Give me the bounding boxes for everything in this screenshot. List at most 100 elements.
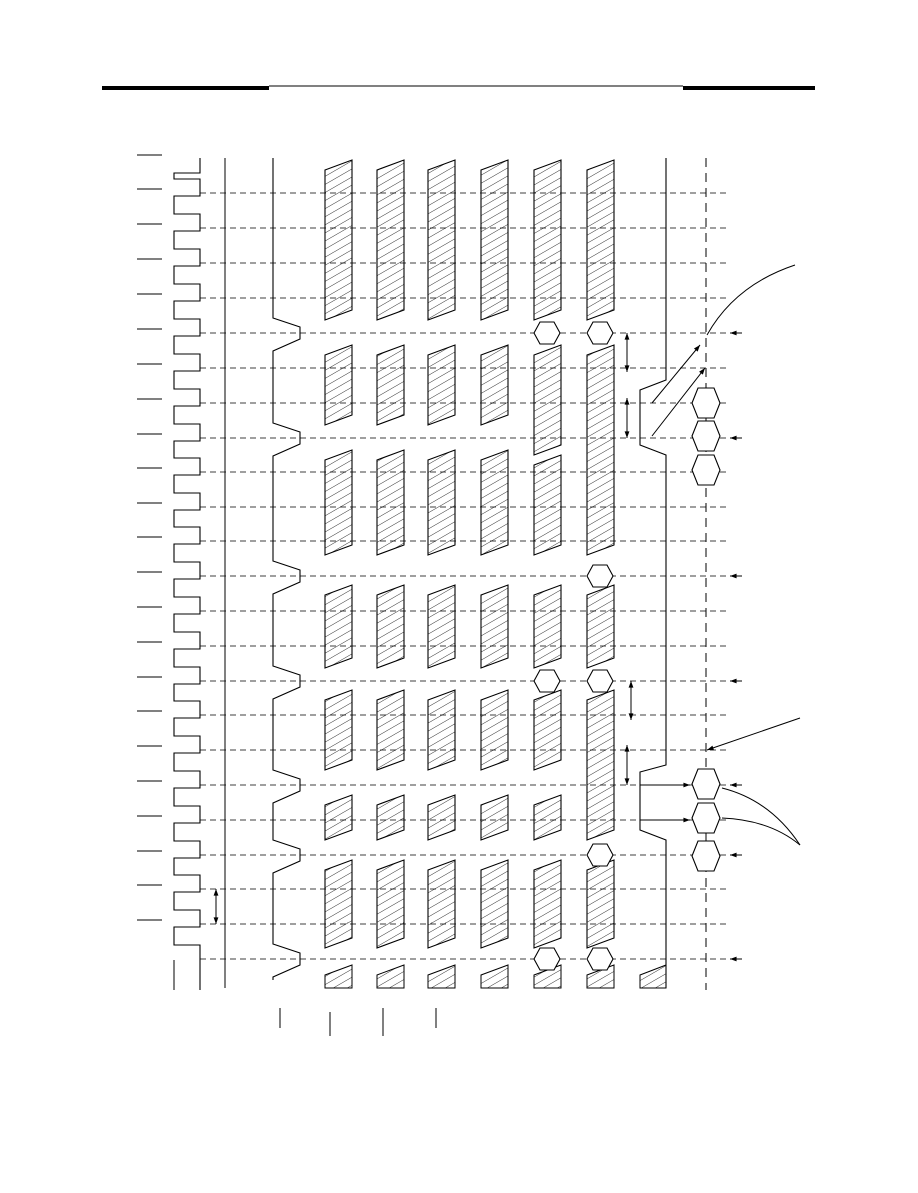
bus-segment — [324, 859, 353, 949]
cycle-gridlines — [200, 192, 730, 960]
bus-segment — [586, 159, 615, 321]
data-valid-hexagon — [586, 669, 614, 693]
clock-waveform — [173, 158, 201, 990]
sample-arrow-head — [730, 435, 737, 441]
bus-segment — [376, 859, 405, 949]
bus-segment — [427, 859, 456, 949]
delay-arrow-head — [699, 368, 705, 375]
bus-segment — [533, 584, 562, 669]
note-curve — [721, 817, 801, 846]
interval-arrow-head — [624, 778, 630, 785]
bus-segment — [324, 794, 353, 841]
clock-signal — [173, 158, 201, 990]
bus-segment — [324, 584, 353, 669]
data-valid-hexagon — [586, 843, 614, 867]
bus-tail — [324, 964, 353, 989]
bus-segment — [480, 689, 509, 771]
output-hexagon — [691, 420, 721, 452]
bus-segment — [533, 689, 562, 771]
strobe-signal — [272, 158, 301, 980]
interval-arrow-head — [624, 431, 630, 438]
bus-segment — [324, 344, 353, 426]
bus-segment — [376, 449, 405, 556]
data-valid-hexagon — [533, 947, 561, 971]
bus-segment — [480, 859, 509, 949]
note-arrow — [706, 717, 801, 751]
bus-segment — [533, 159, 562, 321]
bus-segment — [586, 344, 615, 556]
sample-arrow-head — [730, 330, 737, 336]
delay-arrow — [651, 344, 701, 404]
bus-segment — [427, 344, 456, 426]
interval-arrow-head — [624, 745, 630, 752]
bus-segment — [427, 449, 456, 556]
data-valid-hexagon — [533, 321, 561, 345]
interval-arrow-head — [628, 681, 634, 688]
bus-segment — [376, 584, 405, 669]
sample-arrow-head — [730, 678, 737, 684]
header-rule — [102, 85, 815, 90]
interval-arrow-head — [624, 398, 630, 405]
bus-segment — [480, 584, 509, 669]
bus-segment — [586, 584, 615, 669]
enable-tail — [639, 964, 667, 989]
data-valid-hexagon — [586, 947, 614, 971]
data-valid-hexagon — [586, 564, 614, 588]
bus-segment — [533, 859, 562, 949]
bus-segment — [376, 689, 405, 771]
bus-tail — [480, 964, 509, 989]
bus-segment — [533, 454, 562, 556]
bus-segment — [586, 859, 615, 949]
interval-arrow-head — [624, 333, 630, 340]
bus-segment — [533, 344, 562, 456]
bus-segment — [533, 794, 562, 841]
note-curve — [721, 787, 801, 846]
data-valid-hexagon — [586, 321, 614, 345]
interval-arrow-head — [213, 889, 219, 896]
bus-segment — [480, 449, 509, 556]
bus-segment — [586, 689, 615, 841]
output-hexagon — [691, 802, 721, 834]
sample-arrow-head — [730, 852, 737, 858]
header-rule-right-bar — [683, 86, 815, 90]
setup-arrow-head — [683, 817, 690, 823]
sample-arrow-head — [730, 573, 737, 579]
sample-arrow-head — [730, 782, 737, 788]
interval-arrow-head — [628, 713, 634, 720]
bus-segment — [480, 344, 509, 426]
bus-tail — [427, 964, 456, 989]
output-hexagon — [691, 840, 721, 872]
bus-segment — [324, 449, 353, 556]
left-margin-ticks — [137, 154, 162, 921]
note-arrow-head — [707, 745, 714, 751]
bus-segment — [324, 159, 353, 321]
bus-segment — [324, 689, 353, 771]
bus-signals — [324, 159, 721, 989]
output-hexagon — [691, 768, 721, 800]
setup-arrow-head — [683, 782, 690, 788]
bus-segment — [376, 159, 405, 321]
enable-signal — [639, 158, 667, 988]
timing-annotations — [213, 264, 801, 1036]
delay-arrow-head — [693, 345, 700, 352]
bus-segment — [427, 584, 456, 669]
data-valid-hexagon — [533, 669, 561, 693]
header-rule-left-bar — [102, 86, 269, 90]
bus-segment — [427, 689, 456, 771]
sample-arrow-head — [730, 956, 737, 962]
bus-segment — [480, 794, 509, 841]
interval-arrow-head — [213, 917, 219, 924]
bus-segment — [427, 159, 456, 321]
interval-arrow-head — [624, 365, 630, 372]
bus-segment — [376, 344, 405, 426]
delay-arrow — [651, 367, 706, 437]
bus-tail — [376, 964, 405, 989]
bus-segment — [480, 159, 509, 321]
output-hexagon — [691, 387, 721, 419]
bus-segment — [427, 794, 456, 841]
bus-segment — [376, 794, 405, 841]
output-hexagon — [691, 454, 721, 486]
note-curve — [706, 264, 796, 336]
